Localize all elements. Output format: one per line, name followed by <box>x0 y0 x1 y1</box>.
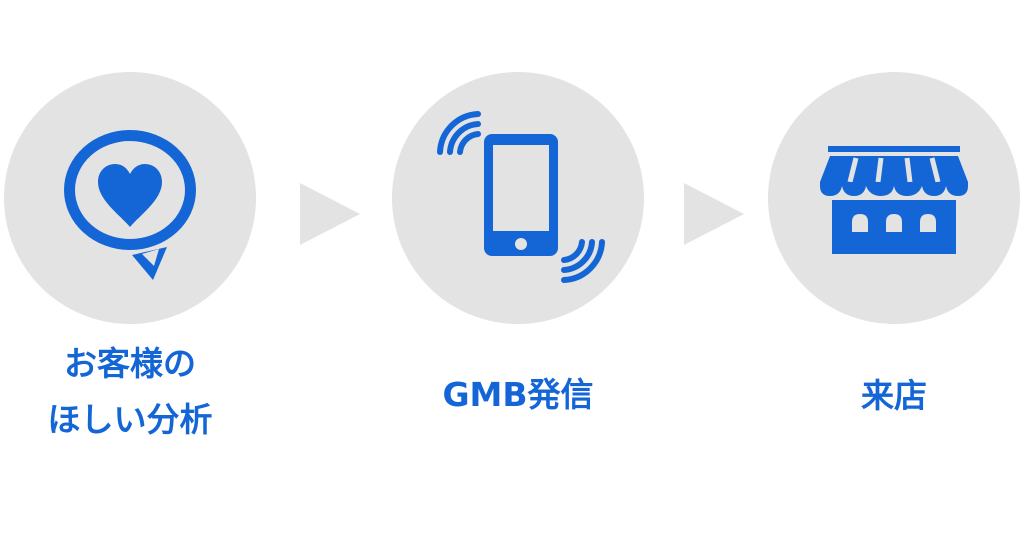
step-gmb-circle <box>392 72 644 324</box>
step-visit-circle <box>768 72 1020 324</box>
flow-arrow-1 <box>300 183 360 245</box>
flow-arrow-2 <box>684 183 744 245</box>
step-visit-label: 来店 <box>861 376 927 415</box>
storefront-icon <box>820 146 968 254</box>
step-analysis-circle <box>4 72 256 324</box>
heart-speech-bubble-icon <box>64 130 196 280</box>
step-analysis-label: お客様の ほしい分析 <box>47 344 213 439</box>
step-gmb-label: GMB発信 <box>442 375 594 414</box>
vibrating-smartphone-icon <box>437 111 605 283</box>
